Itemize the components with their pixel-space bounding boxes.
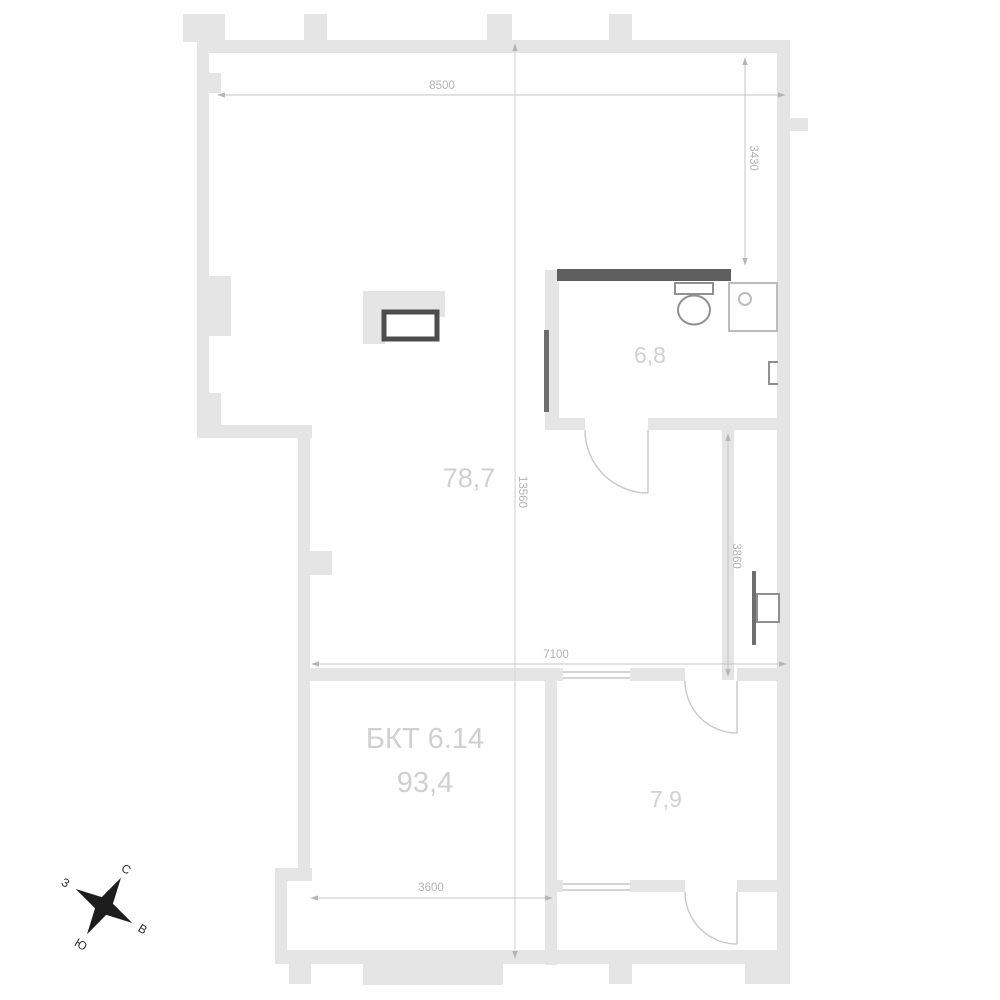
living-room-area-label: 78,7 xyxy=(443,463,496,493)
duct-box xyxy=(756,593,780,623)
wall-segment xyxy=(298,425,310,681)
wall-openings xyxy=(563,671,630,891)
wall-segment xyxy=(197,425,312,438)
wall-segment xyxy=(363,958,503,985)
dimension-value-top: 8500 xyxy=(429,80,455,92)
wall-segment xyxy=(275,868,312,881)
dimension-value-right-mid: 3860 xyxy=(730,543,742,569)
compass-south-label: Ю xyxy=(72,935,90,953)
duct-line xyxy=(752,571,756,645)
dimension-value-mid: 7100 xyxy=(543,649,569,661)
wall-segment xyxy=(545,418,585,430)
wall-segment xyxy=(630,880,685,892)
wall-segment xyxy=(298,681,310,868)
dimension-value-right-upper: 3430 xyxy=(747,145,759,171)
bkt-area-label: 93,4 xyxy=(397,767,453,799)
compass-west-label: З xyxy=(59,875,72,891)
wall-segment xyxy=(737,880,790,892)
door-swing-arc xyxy=(684,680,738,734)
niche-strip xyxy=(544,330,549,412)
wall-segment xyxy=(609,14,632,42)
wall-segment xyxy=(197,40,790,53)
fixtures xyxy=(363,282,780,645)
dimensions: 8500 3430 13560 3860 7100 3600 xyxy=(217,43,787,959)
small-room-area-label: 7,9 xyxy=(650,786,682,812)
bathroom-area-label: 6,8 xyxy=(634,342,666,368)
wall-segment xyxy=(487,14,512,42)
wall-segment xyxy=(183,14,225,42)
compass-rose: С В Ю З xyxy=(59,861,150,954)
wall-segment xyxy=(545,681,557,965)
doors xyxy=(584,429,738,945)
ventilation-shaft xyxy=(381,309,440,342)
wall-segment xyxy=(289,964,311,984)
wall-segment xyxy=(745,964,790,984)
wall-segment xyxy=(310,668,563,681)
outer-walls xyxy=(183,14,808,985)
wall-segment xyxy=(304,14,327,42)
toilet-tank-icon xyxy=(674,282,714,295)
wall-segment xyxy=(197,53,209,425)
shower-drain-icon xyxy=(738,292,752,306)
wall-segment xyxy=(209,73,221,93)
wall-segment xyxy=(648,418,777,430)
towel-rail-icon xyxy=(768,361,778,385)
bkt-name-label: БКТ 6.14 xyxy=(366,723,484,755)
wall-segment xyxy=(737,668,790,681)
wall-segment xyxy=(310,551,332,575)
interior-walls xyxy=(310,269,790,965)
room-labels: 78,7 6,8 БКТ 6.14 93,4 7,9 xyxy=(366,342,682,812)
shaft-backing xyxy=(363,291,385,344)
compass-star-icon xyxy=(75,877,133,935)
wall-segment xyxy=(630,668,685,681)
dimension-value-bottom: 3600 xyxy=(418,882,444,894)
wall-segment xyxy=(275,950,790,964)
wall-segment xyxy=(275,881,287,964)
shower-tray-icon xyxy=(728,282,778,332)
wall-segment xyxy=(609,964,632,984)
wall-segment xyxy=(197,276,231,336)
dimension-value-total-height: 13560 xyxy=(516,476,528,508)
door-swing-arc xyxy=(584,429,649,494)
wall-segment xyxy=(557,880,563,892)
door-swing-arc xyxy=(684,891,738,945)
wall-segment xyxy=(209,393,221,425)
wall-segment xyxy=(790,118,808,131)
compass-north-label: С xyxy=(119,861,134,878)
bathroom-partition-wall xyxy=(557,269,731,281)
wall-segment xyxy=(777,40,790,965)
compass-east-label: В xyxy=(136,921,150,937)
toilet-bowl-icon xyxy=(677,294,711,326)
